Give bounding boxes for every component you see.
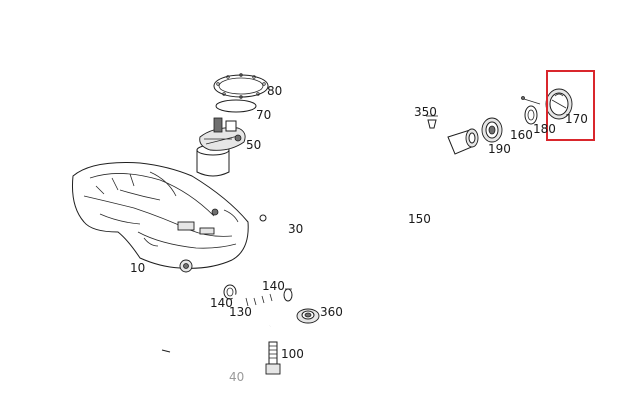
fuel-pump-module-50[interactable]: [196, 117, 246, 177]
fuel-tank-10[interactable]: [72, 162, 249, 273]
part-label-100[interactable]: 100: [281, 347, 304, 361]
ring-160[interactable]: [524, 105, 538, 125]
part-label-350[interactable]: 350: [414, 105, 437, 119]
part-label-30[interactable]: 30: [288, 222, 303, 236]
o-ring-70[interactable]: [215, 99, 257, 113]
part-label-140-left[interactable]: 140: [210, 296, 233, 310]
cap-tether-180[interactable]: [521, 96, 541, 105]
part-label-50[interactable]: 50: [246, 138, 261, 152]
part-label-190[interactable]: 190: [488, 142, 511, 156]
filler-hose-130[interactable]: [232, 290, 288, 307]
seal-plate-80[interactable]: [213, 73, 269, 99]
part-label-360[interactable]: 360: [320, 305, 343, 319]
highlight-box-170: [546, 70, 595, 141]
part-label-40[interactable]: 40: [229, 370, 244, 384]
part-label-170[interactable]: 170: [565, 112, 588, 126]
part-label-130[interactable]: 130: [229, 305, 252, 319]
filler-seal-190[interactable]: [481, 117, 503, 143]
filler-pipe-150[interactable]: [301, 128, 479, 300]
part-label-70[interactable]: 70: [256, 108, 271, 122]
tank-strap-40[interactable]: [161, 325, 271, 382]
part-label-140-right[interactable]: 140: [262, 279, 285, 293]
part-label-180[interactable]: 180: [533, 122, 556, 136]
hose-clamp-140-left[interactable]: [223, 284, 237, 300]
clip-350[interactable]: [426, 115, 438, 129]
part-label-80[interactable]: 80: [267, 84, 282, 98]
bolt-100[interactable]: [265, 341, 281, 375]
grommet-360[interactable]: [296, 308, 320, 324]
part-label-10[interactable]: 10: [130, 261, 145, 275]
part-label-160[interactable]: 160: [510, 128, 533, 142]
hose-clamp-140-right[interactable]: [283, 288, 293, 302]
part-label-150[interactable]: 150: [408, 212, 431, 226]
vent-hose-30[interactable]: [259, 214, 306, 258]
